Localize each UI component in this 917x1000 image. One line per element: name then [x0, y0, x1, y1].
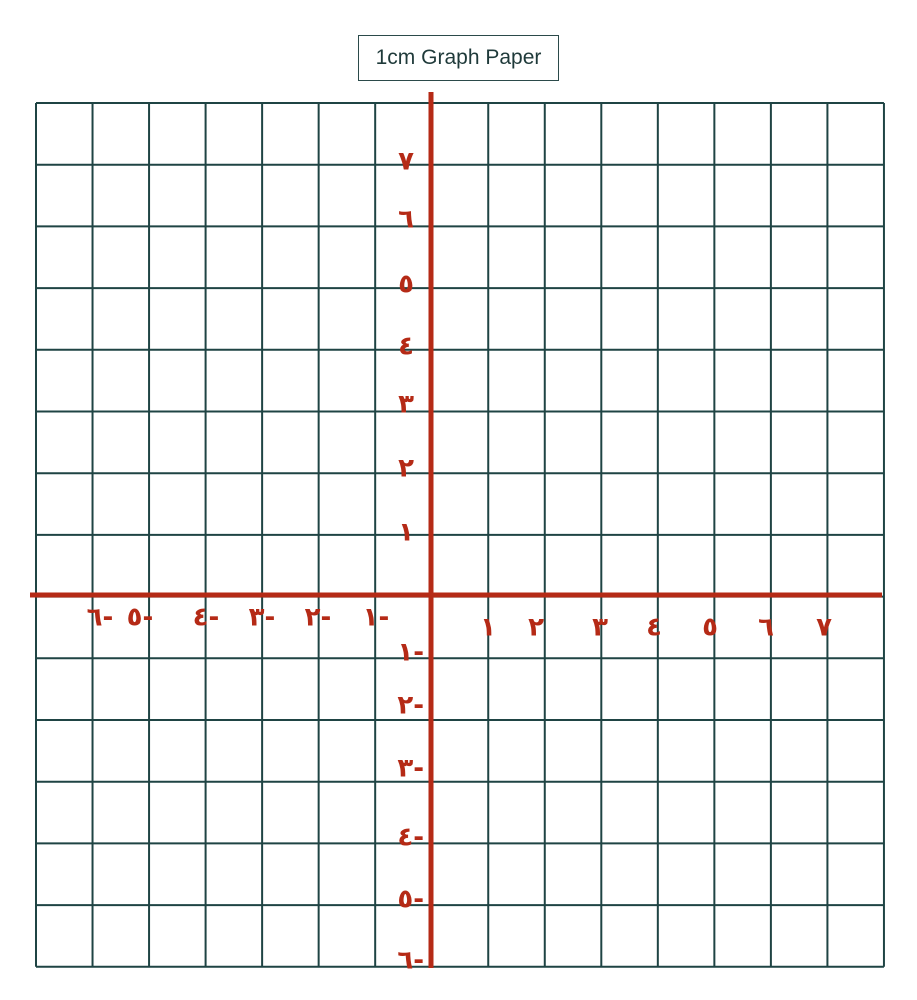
grid-lines: [35, 102, 885, 968]
x-tick-label-negative: ١-: [363, 603, 390, 633]
x-tick-label: ٤: [646, 613, 662, 643]
y-tick-label-negative: ٢-: [397, 691, 424, 721]
x-tick-label: ٥: [702, 613, 718, 643]
y-tick-label-negative: ٦-: [397, 946, 424, 976]
x-tick-label-negative: ٥-: [127, 603, 154, 633]
y-tick-label-negative: ٣-: [397, 754, 424, 784]
x-tick-label: ٢: [528, 613, 544, 643]
y-tick-label: ٢: [398, 454, 414, 484]
y-tick-label: ٥: [398, 270, 414, 300]
y-tick-label-negative: ١-: [397, 638, 424, 668]
x-axis-labels: ١ ٢ ٣ ٤ ٥ ٦ ٧ ١- ٢- ٣- ٤- ٥- ٦-: [87, 603, 832, 643]
y-tick-label: ١: [398, 518, 414, 548]
coordinate-axes: [30, 92, 882, 968]
x-tick-label-negative: ٣-: [249, 603, 276, 633]
y-tick-label-negative: ٤-: [397, 823, 424, 853]
y-tick-label: ٦: [398, 205, 414, 235]
y-tick-label-negative: ٥-: [397, 885, 424, 915]
x-tick-label: ٦: [758, 613, 774, 643]
y-tick-label: ٤: [398, 332, 414, 362]
page-title: 1cm Graph Paper: [358, 35, 559, 81]
x-tick-label-negative: ٦-: [87, 603, 114, 633]
x-tick-label: ٧: [816, 613, 832, 643]
y-tick-label: ٣: [398, 390, 414, 420]
y-tick-label: ٧: [398, 147, 414, 177]
x-tick-label-negative: ٢-: [305, 603, 332, 633]
x-tick-label: ١: [480, 613, 496, 643]
x-tick-label-negative: ٤-: [193, 603, 220, 633]
x-tick-label: ٣: [592, 613, 608, 643]
y-axis-labels: ١ ٢ ٣ ٤ ٥ ٦ ٧ ١- ٢- ٣- ٤- ٥- ٦-: [397, 147, 424, 976]
